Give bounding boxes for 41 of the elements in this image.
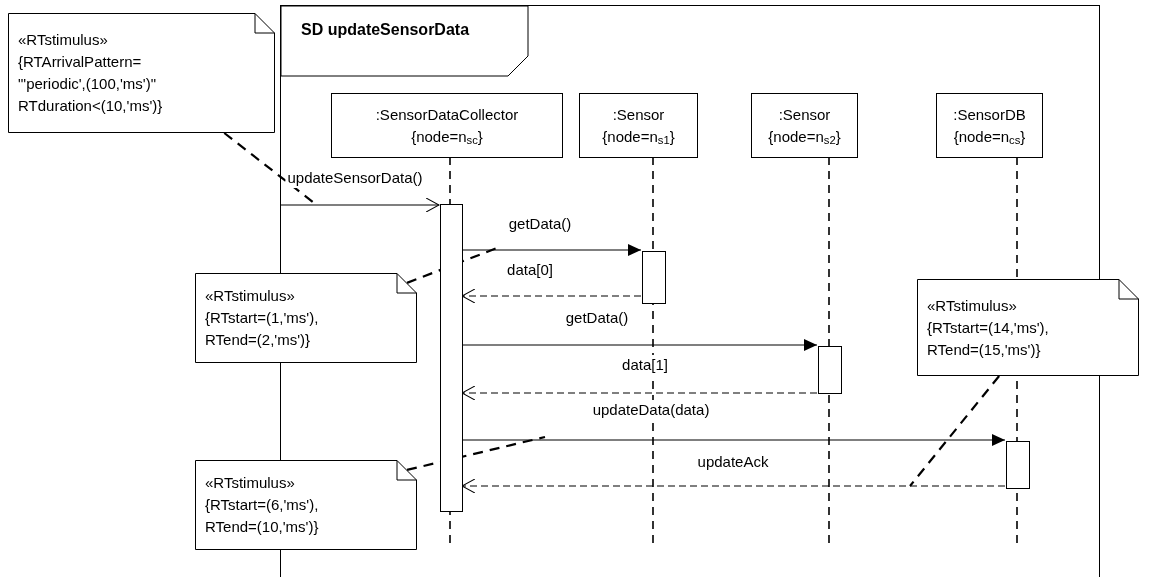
leader-line [909,375,1000,487]
reply-arrow [461,478,1006,494]
message-arrow [461,244,642,256]
object-name: :SensorDB [953,104,1026,125]
constraint-text: {RTArrivalPattern= "'periodic',(100,'ms')" RTduration<(10,'ms')} [18,52,164,116]
activation-bar [440,204,463,512]
message-arrow [461,434,1006,446]
note-box [8,13,275,133]
node-tag: {node=n$_{s1}$} [602,125,675,148]
object-name: :SensorDataCollector [375,104,519,125]
stereotype-text: «RTstimulus» [205,286,296,306]
stereotype-text: «RTstimulus» [927,295,1018,316]
lifeline-head [751,93,858,158]
message-arrow [279,197,440,213]
constraint-text: {RTstart=(6,'ms'), RTend=(10,'ms')} [205,495,320,537]
note-box [917,279,1139,376]
node-tag: {node=n$_{cs}$} [953,125,1026,148]
lifeline-head [331,93,563,158]
reply-arrow [461,385,818,401]
reply-arrow [461,288,642,304]
stereotype-text: «RTstimulus» [205,473,296,493]
activation-bar [642,251,666,304]
activation-bar [1006,441,1030,489]
constraint-text: {RTstart=(14,'ms'), RTend=(15,'ms')} [927,317,1050,360]
note-box [195,460,417,550]
constraint-text: {RTstart=(1,'ms'), RTend=(2,'ms')} [205,308,320,350]
lifeline-head [936,93,1043,158]
frame-title: SD updateSensorData [301,20,470,40]
note-box [195,273,417,363]
stereotype-text: «RTstimulus» [18,30,109,50]
activation-bar [818,346,842,394]
message-arrow [461,339,818,351]
message-label: data[1] [620,355,670,375]
lifeline-head [579,93,698,158]
message-label: updateData(data) [590,400,712,420]
leader-line [406,246,498,284]
object-name: :Sensor [612,104,665,125]
leader-line [406,435,546,471]
node-tag: {node=n$_{s2}$} [768,125,841,148]
node-tag: {node=n$_{sc}$} [411,125,483,148]
object-name: :Sensor [778,104,831,125]
